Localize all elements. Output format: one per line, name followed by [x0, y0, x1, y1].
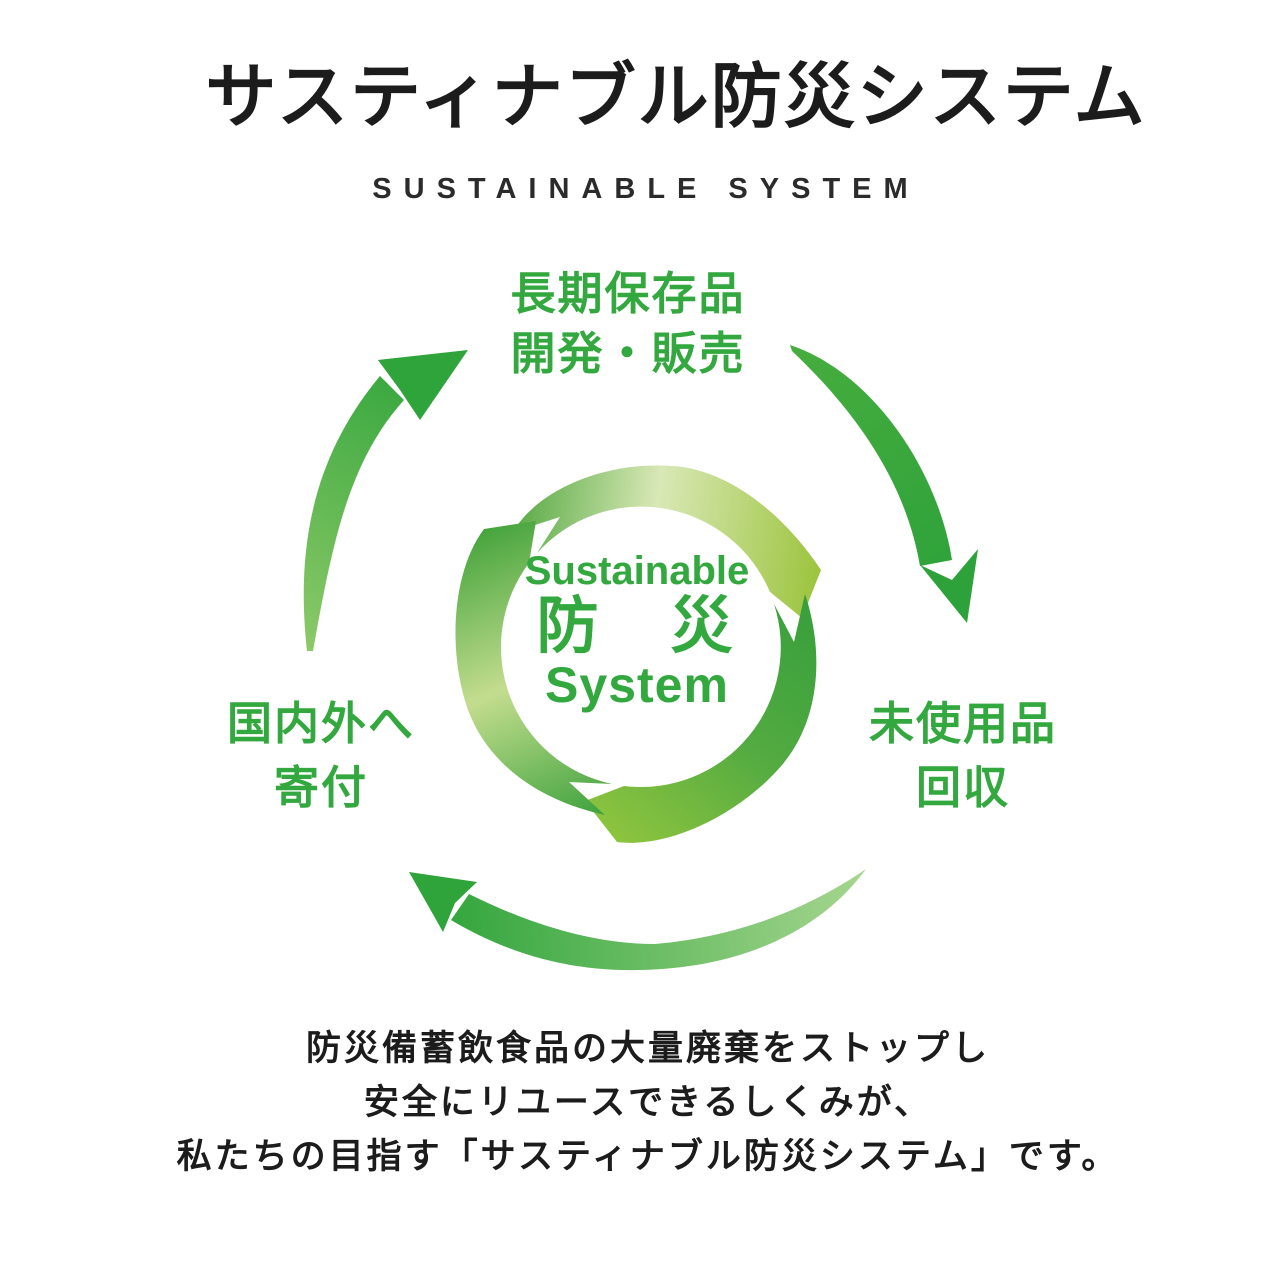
page-title: サスティナブル防災システム: [205, 58, 1147, 137]
recycle-ring-segment-bottom-left: [455, 521, 612, 815]
step-label-collect: 未使用品 回収: [823, 692, 1103, 820]
step-collect-line2: 回収: [915, 762, 1010, 813]
description-line3: 私たちの目指す「サスティナブル防災システム」です。: [176, 1137, 1120, 1176]
step-develop-line1: 長期保存品: [510, 268, 746, 319]
bottom-cycle-arrow-icon: [409, 869, 866, 971]
top-right-cycle-arrow-icon: [790, 345, 978, 623]
step-collect-line1: 未使用品: [868, 698, 1057, 749]
recycle-ring-icon: [455, 465, 821, 843]
description-line1: 防災備蓄飲食品の大量廃棄をストップし: [305, 1029, 990, 1068]
recycle-ring-segment-top: [513, 465, 821, 618]
logo-text-bousai: 防 災: [536, 592, 738, 661]
step-donate-line1: 国内外へ: [226, 698, 415, 749]
step-label-donate: 国内外へ 寄付: [181, 692, 461, 820]
recycle-ring-segment-right: [585, 594, 817, 843]
left-cycle-arrow-icon: [303, 350, 468, 651]
description-block: 防災備蓄飲食品の大量廃棄をストップし 安全にリユースできるしくみが、 私たちの目…: [8, 1022, 1280, 1184]
step-donate-line2: 寄付: [273, 762, 368, 813]
logo-text-sustainable: Sustainable: [524, 549, 750, 593]
step-develop-line2: 開発・販売: [510, 328, 746, 379]
logo-text-system: System: [545, 657, 729, 713]
page-subtitle: SUSTAINABLE SYSTEM: [372, 173, 920, 205]
step-label-develop: 長期保存品 開発・販売: [0, 264, 1268, 384]
description-line2: 安全にリユースできるしくみが、: [363, 1083, 933, 1122]
